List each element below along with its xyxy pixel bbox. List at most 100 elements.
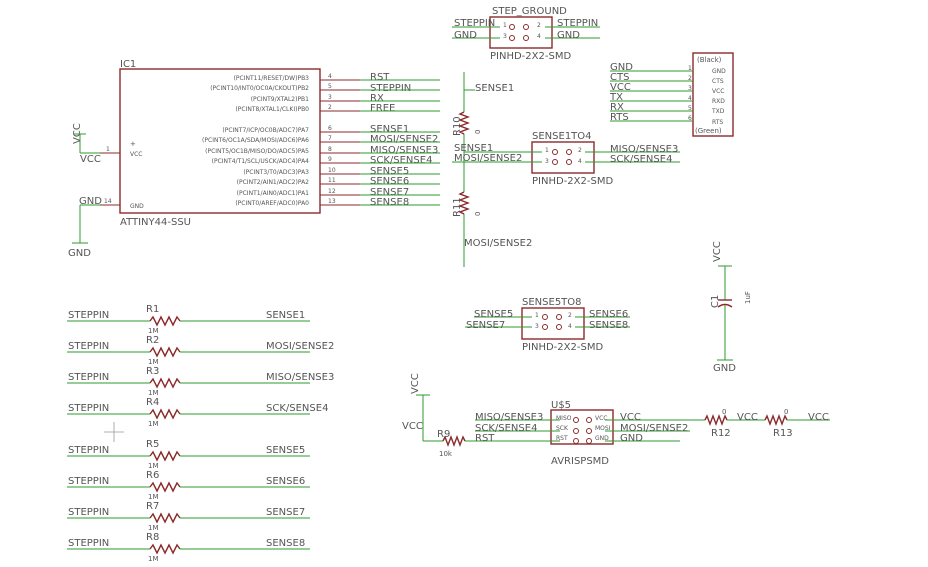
ic1-pin-func: (PCINT10/INT0/OC0A/CKOUT)PB2: [210, 85, 309, 92]
avr-pin-label: MOSI: [595, 425, 611, 432]
sense5to8-pin-num: 1: [535, 312, 539, 319]
avr-pin-label: RST: [556, 435, 568, 442]
resistor-value: 1M: [148, 555, 159, 563]
c1-vcc-symbol: VCC: [712, 241, 723, 262]
step-ground-right-net: STEPPIN: [557, 18, 598, 29]
sense-divider: SENSE1 R10 0 R11 0 MOSI/SENSE2: [452, 72, 532, 267]
resistor-name: R8: [146, 532, 159, 543]
resistor-symbol[interactable]: [149, 481, 181, 493]
c1-name: C1: [710, 295, 721, 308]
r13-value: 0: [784, 408, 788, 416]
avr-body[interactable]: [550, 409, 614, 445]
ic1-part: ATTINY44-SSU: [120, 217, 191, 228]
sense-div-top-net: SENSE1: [475, 83, 514, 94]
resistor-symbol[interactable]: [149, 543, 181, 555]
step-ground-part: PINHD-2X2-SMD: [490, 51, 571, 62]
ic1-vcc-pin: VCC: [130, 151, 142, 158]
avr-right-net: VCC: [620, 412, 641, 423]
resistor-symbol[interactable]: [149, 346, 181, 358]
avrisp-header: U$5 AVRISPSMD MISO/SENSE3 SCK/SENSE4 RST…: [402, 373, 830, 467]
resistor-symbol[interactable]: [149, 512, 181, 524]
resistor-value: 1M: [148, 462, 159, 470]
resistor-right-net: MISO/SENSE3: [266, 372, 334, 383]
ftdi-net: RTS: [610, 112, 629, 123]
svg-text:+: +: [130, 140, 136, 148]
resistor-left-net: STEPPIN: [68, 341, 109, 352]
ic1-pin-num: 8: [328, 146, 332, 153]
ic1-vcc-num: 1: [106, 146, 110, 153]
ic1-pin-net: SENSE6: [370, 176, 409, 187]
resistor-right-net: SCK/SENSE4: [266, 403, 328, 414]
step-ground-left-net: STEPPIN: [454, 18, 495, 29]
resistor-value: 1M: [148, 358, 159, 366]
r11-symbol[interactable]: [458, 191, 470, 215]
resistor-right-net: SENSE8: [266, 538, 305, 549]
step-ground-name: STEP_GROUND: [492, 6, 567, 17]
resistor-right-net: SENSE1: [266, 310, 305, 321]
ftdi-net: TX: [609, 92, 623, 103]
resistor-value: 1M: [148, 493, 159, 501]
resistor-value: 1M: [148, 524, 159, 532]
ftdi-pin: RXD: [712, 98, 725, 105]
ic1-pin-num: 13: [328, 198, 336, 205]
resistor-left-net: STEPPIN: [68, 310, 109, 321]
sense1to4-part: PINHD-2X2-SMD: [532, 176, 613, 187]
r13-net: VCC: [808, 412, 829, 423]
step-ground-body[interactable]: [489, 16, 553, 49]
resistor-symbol[interactable]: [149, 408, 181, 420]
sense1to4-left-net: MOSI/SENSE2: [454, 153, 522, 164]
sense5to8-pin-num: 3: [535, 323, 539, 330]
ic1-pin-net: MOSI/SENSE2: [370, 134, 438, 145]
resistor-name: R6: [146, 470, 159, 481]
ic1-pin-net: SENSE7: [370, 187, 409, 198]
resistor-symbol[interactable]: [149, 315, 181, 327]
resistor-name: R5: [146, 439, 159, 450]
ftdi-num: 1: [688, 65, 692, 72]
step-ground-right-net: GND: [557, 30, 580, 41]
ic1-pin-net: RST: [370, 72, 390, 83]
ftdi-pin: CTS: [712, 78, 724, 85]
ic1-pin-net: STEPPIN: [370, 83, 411, 94]
ftdi-num: 5: [688, 105, 692, 112]
resistor-left-net: STEPPIN: [68, 538, 109, 549]
ic1-pin-func: (PCINT8/XTAL1/CLKI)PB0: [235, 106, 309, 113]
step-ground-header: STEP_GROUND PINHD-2X2-SMD STEPPIN GND ST…: [452, 6, 600, 62]
ftdi-header: (Black) (Green) GND CTS VCC TX RX RTS GN…: [609, 52, 734, 137]
step-ground-pin-num: 2: [537, 22, 541, 29]
ic1-pin-func: (PCINT5/OC1B/MISO/DO/ADC5)PA5: [205, 148, 309, 155]
resistor-value: 1M: [148, 420, 159, 428]
r9-symbol[interactable]: [442, 435, 466, 447]
sense5to8-right-net: SENSE8: [589, 320, 628, 331]
ftdi-pin: TXD: [711, 108, 725, 115]
ftdi-body[interactable]: [692, 52, 734, 137]
resistor-left-net: STEPPIN: [68, 445, 109, 456]
r12-name: R12: [711, 428, 731, 439]
resistor-symbol[interactable]: [149, 450, 181, 462]
ftdi-num: 6: [688, 115, 692, 122]
ic1-pin-func: (PCINT4/T1/SCL/USCK/ADC4)PA4: [212, 158, 310, 165]
capacitor-c1: VCC C1 1uF GND: [710, 241, 752, 374]
ftdi-num: 4: [688, 95, 692, 102]
ic1-pin-num: 5: [328, 83, 332, 90]
r10-symbol[interactable]: [458, 111, 470, 135]
sense1to4-body[interactable]: [531, 141, 595, 174]
r12-symbol[interactable]: [704, 414, 728, 426]
r13-symbol[interactable]: [764, 414, 788, 426]
ic1-body[interactable]: [119, 68, 321, 214]
avr-pin-label: VCC: [595, 415, 607, 422]
r9-name: R9: [437, 429, 450, 440]
avr-part: AVRISPSMD: [551, 456, 609, 467]
ic1-vcc-net: VCC: [80, 154, 101, 165]
r10-name: R10: [452, 116, 463, 136]
r9-value: 10k: [439, 450, 453, 458]
ftdi-net: CTS: [610, 72, 629, 83]
ic1-pin-func: (PCINT1/AIN0/ADC1)PA1: [237, 190, 310, 197]
resistor-symbol[interactable]: [149, 377, 181, 389]
sense5to8-body[interactable]: [521, 307, 585, 340]
crosshair-cursor-icon: [104, 422, 124, 442]
sense1to4-pin-num: 2: [578, 147, 582, 154]
